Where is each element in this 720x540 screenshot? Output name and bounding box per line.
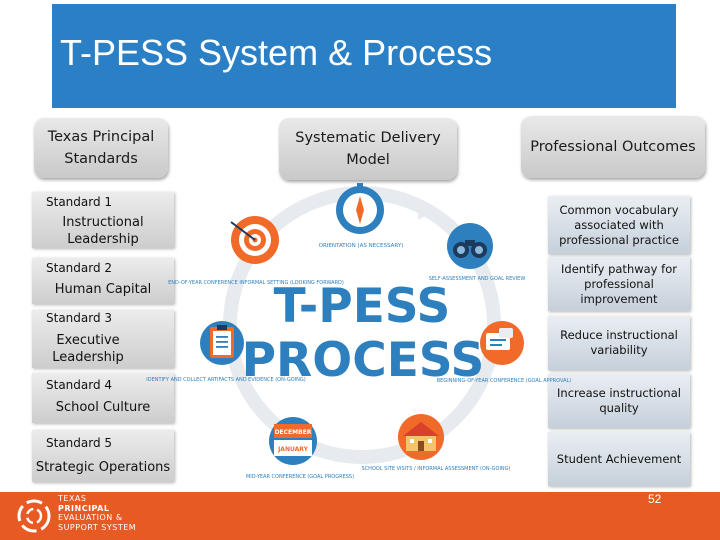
clipboard-icon <box>200 321 244 365</box>
process-center-title: T-PESS <box>274 279 451 334</box>
header-delivery-model: Systematic Delivery Model <box>279 118 457 180</box>
binoculars-icon <box>447 223 493 269</box>
logo-line: PRINCIPAL <box>58 503 110 513</box>
step-orientation: ORIENTATION (AS NECESSARY) <box>319 243 404 249</box>
school-icon <box>398 414 444 460</box>
tpess-logo-icon <box>17 499 51 533</box>
logo-line: TEXAS <box>58 494 87 503</box>
calendar-top-label: DECEMBER <box>275 429 312 436</box>
standard-number: Standard 5 <box>46 436 113 450</box>
step-self-assessment: SELF-ASSESSMENT AND GOAL REVIEW <box>429 276 526 282</box>
standard-number: Standard 3 <box>46 311 113 325</box>
outcome-3: Reduce instructional variability <box>548 316 690 370</box>
calendar-icon: DECEMBER JANUARY <box>269 417 317 465</box>
standard-number: Standard 2 <box>46 261 113 275</box>
footer-bar <box>0 492 720 540</box>
compass-icon <box>336 183 384 234</box>
standard-4: Standard 4 School Culture <box>32 373 174 423</box>
outcome-1: Common vocabulary associated with profes… <box>548 196 690 254</box>
step-site-visits: SCHOOL SITE VISITS / INFORMAL ASSESSMENT… <box>362 466 511 472</box>
standard-3: Standard 3 Executive Leadership <box>32 310 174 368</box>
standard-name: Strategic Operations <box>35 460 171 475</box>
standard-number: Standard 1 <box>46 195 113 209</box>
step-end-of-year-conference: END-OF-YEAR CONFERENCE INFORMAL SETTING … <box>168 280 344 286</box>
outcome-4: Increase instructional quality <box>548 374 690 428</box>
footer-logo-text: TEXAS PRINCIPAL EVALUATION & SUPPORT SYS… <box>58 494 136 532</box>
standard-name: Instructional Leadership <box>62 215 144 247</box>
step-mid-year-conference: MID-YEAR CONFERENCE (GOAL PROGRESS) <box>246 474 354 480</box>
step-artifacts: IDENTIFY AND COLLECT ARTIFACTS AND EVIDE… <box>146 377 305 383</box>
outcome-2: Identify pathway for professional improv… <box>548 257 690 311</box>
cycle-arrow <box>418 204 432 220</box>
standard-1: Standard 1 Instructional Leadership <box>32 192 174 248</box>
title-banner <box>52 4 676 108</box>
target-icon <box>230 216 279 264</box>
chat-icon <box>480 321 524 365</box>
standard-number: Standard 4 <box>46 378 113 392</box>
logo-line: EVALUATION & <box>58 513 123 522</box>
page-number: 52 <box>648 492 662 506</box>
standard-5: Standard 5 Strategic Operations <box>32 430 174 482</box>
process-center-subtitle: PROCESS <box>242 333 485 388</box>
logo-line: SUPPORT SYSTEM <box>58 522 137 532</box>
calendar-bottom-label: JANUARY <box>277 446 309 453</box>
standard-name: Human Capital <box>54 282 152 297</box>
step-beginning-conference: BEGINNING-OF-YEAR CONFERENCE (GOAL APPRO… <box>437 378 572 384</box>
standard-name: School Culture <box>55 400 151 415</box>
header-professional-outcomes: Professional Outcomes <box>521 116 705 178</box>
outcome-5: Student Achievement <box>548 432 690 486</box>
standard-2: Standard 2 Human Capital <box>32 258 174 304</box>
header-principal-standards: Texas Principal Standards <box>34 118 168 178</box>
standard-name: Executive Leadership <box>52 333 124 365</box>
slide-title: T-PESS System & Process <box>60 32 493 73</box>
